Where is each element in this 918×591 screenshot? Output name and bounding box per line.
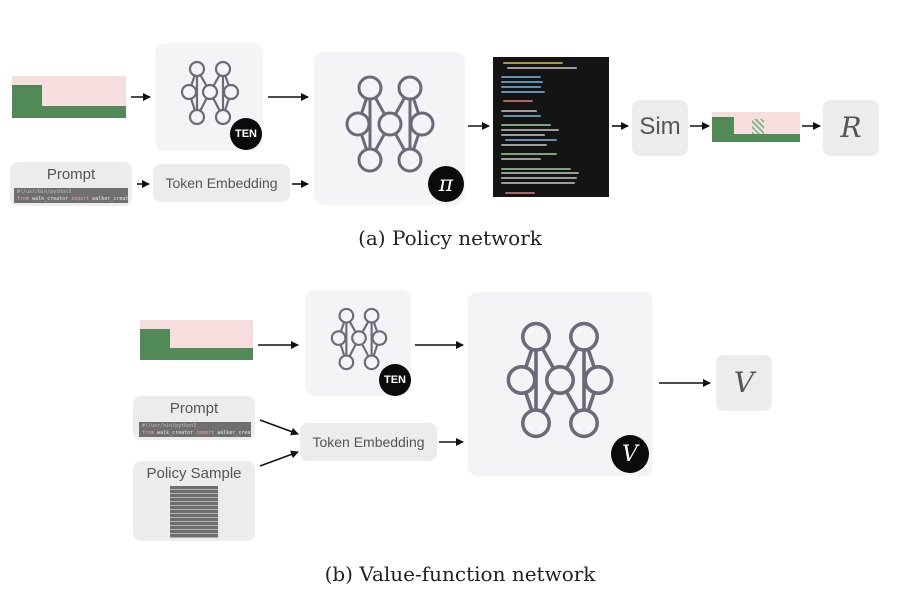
token-embedding-label: Token Embedding <box>165 175 278 191</box>
prompt-label: Prompt <box>46 166 96 183</box>
code-line <box>501 124 551 127</box>
prompt-box-policy: Prompt #!/usr/bin/python3 from walk_crea… <box>10 162 132 206</box>
prompt-label: Prompt <box>169 400 219 417</box>
arrow <box>259 419 299 436</box>
token-embedding-box-policy: Token Embedding <box>153 164 290 202</box>
ten-network-box-value: TEN <box>305 290 411 396</box>
code-line <box>501 134 545 136</box>
code-line <box>501 177 577 180</box>
policy-sample-label: Policy Sample <box>146 465 242 482</box>
neural-network-icon <box>506 321 614 439</box>
code-line <box>501 182 575 184</box>
neural-network-icon <box>330 307 388 371</box>
reward-label: R <box>840 111 862 144</box>
code-line <box>501 167 571 170</box>
code-line <box>507 66 577 69</box>
neural-network-icon <box>180 60 240 126</box>
code-line <box>501 90 545 93</box>
code-line <box>501 86 541 88</box>
terrain-input-value <box>140 320 253 360</box>
code-line <box>501 153 557 156</box>
code-line <box>501 129 559 132</box>
policy-sample-box: Policy Sample <box>133 461 255 541</box>
v-badge: V <box>611 435 649 473</box>
value-output-box: V <box>716 355 772 411</box>
code-line <box>501 76 541 79</box>
creature-icon <box>752 119 764 134</box>
generated-code-output <box>493 57 609 197</box>
code-line <box>501 143 547 146</box>
ten-badge: TEN <box>230 118 262 150</box>
sim-label: Sim <box>639 113 681 140</box>
code-line <box>505 138 557 141</box>
prompt-box-value: Prompt #!/usr/bin/python3 from walk_crea… <box>133 396 255 440</box>
sim-box: Sim <box>632 100 688 156</box>
reward-box: R <box>823 100 879 156</box>
policy-sample-code-thumbnail <box>170 486 218 538</box>
policy-caption: (a) Policy network <box>358 226 542 250</box>
code-line <box>505 191 535 194</box>
prompt-code-snippet: #!/usr/bin/python3 from walk_creator imp… <box>139 422 251 437</box>
simulation-result-image <box>712 112 800 142</box>
neural-network-icon <box>345 75 435 173</box>
code-line <box>501 81 543 84</box>
pi-badge: π <box>428 166 464 202</box>
code-line <box>501 158 541 160</box>
code-line <box>503 100 533 103</box>
code-line <box>503 62 563 64</box>
policy-network-box: π <box>314 52 465 205</box>
value-network-box: V <box>468 292 653 476</box>
code-line <box>501 172 579 175</box>
value-output-label: V <box>733 366 755 399</box>
token-embedding-box-value: Token Embedding <box>300 423 437 461</box>
terrain-input-policy <box>12 76 126 118</box>
code-line <box>503 114 541 117</box>
value-caption: (b) Value-function network <box>324 562 596 586</box>
code-line <box>501 110 537 112</box>
arrow <box>259 450 299 467</box>
prompt-code-snippet: #!/usr/bin/python3 from walk_creator imp… <box>14 188 128 203</box>
ten-network-box-policy: TEN <box>155 43 263 151</box>
ten-badge: TEN <box>379 364 411 396</box>
token-embedding-label: Token Embedding <box>312 434 425 450</box>
